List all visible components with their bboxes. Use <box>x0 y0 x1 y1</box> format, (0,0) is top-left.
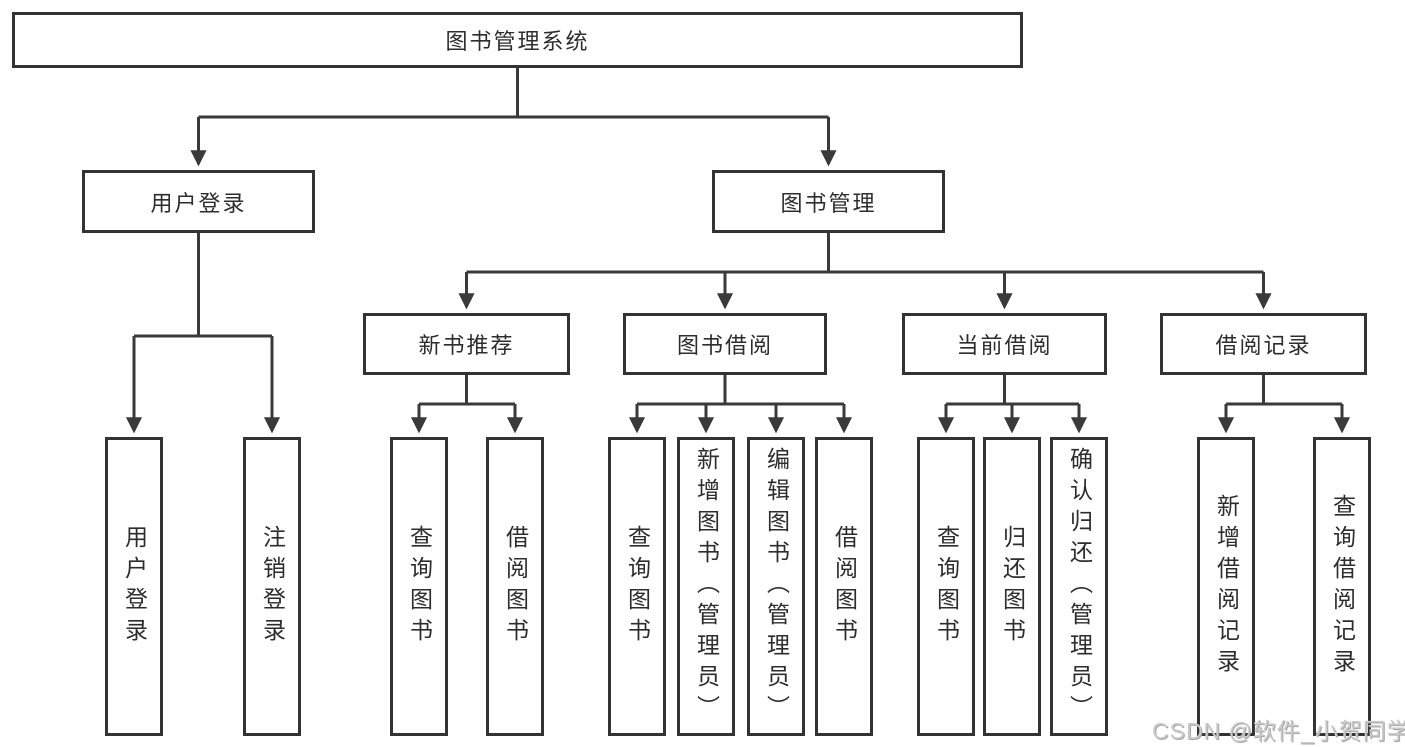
leaf-borrow-books: 借阅图书 <box>815 437 873 736</box>
node-label: 借阅图书 <box>831 524 858 649</box>
leaf-user-login: 用户登录 <box>105 437 163 736</box>
node-label: 新增借阅记录 <box>1213 493 1240 680</box>
leaf-query-books-recommend: 查询图书 <box>390 437 448 736</box>
node-book-management: 图书管理 <box>712 170 945 233</box>
node-label: 查询图书 <box>406 524 433 649</box>
leaf-return-book: 归还图书 <box>983 437 1041 736</box>
node-book-borrow: 图书借阅 <box>623 313 827 375</box>
leaf-query-borrow-record: 查询借阅记录 <box>1313 437 1371 736</box>
node-current-borrow: 当前借阅 <box>902 313 1107 375</box>
node-label: 查询借阅记录 <box>1329 493 1356 680</box>
node-label: 新书推荐 <box>418 333 515 358</box>
leaf-borrow-books-recommend: 借阅图书 <box>486 437 544 736</box>
node-root-system: 图书管理系统 <box>12 12 1023 68</box>
node-borrow-records: 借阅记录 <box>1160 313 1367 375</box>
node-label: 图书管理 <box>780 190 877 216</box>
leaf-edit-book-admin: 编辑图书（管理员） <box>747 437 805 736</box>
node-label: 借阅图书 <box>502 524 529 649</box>
leaf-add-borrow-record: 新增借阅记录 <box>1197 437 1255 736</box>
node-label: 图书管理系统 <box>445 29 590 54</box>
leaf-logout: 注销登录 <box>243 437 301 736</box>
node-label: 图书借阅 <box>676 333 773 358</box>
node-label: 当前借阅 <box>956 333 1053 358</box>
csdn-watermark: CSDN @软件_小贺同学 <box>1152 718 1405 744</box>
node-label: 新增图书（管理员） <box>693 447 720 726</box>
leaf-add-book-admin: 新增图书（管理员） <box>677 437 735 736</box>
node-label: 查询图书 <box>624 524 651 649</box>
node-label: 确认归还（管理员） <box>1066 447 1093 726</box>
leaf-query-books-borrow: 查询图书 <box>608 437 666 736</box>
node-label: 借阅记录 <box>1215 333 1312 358</box>
node-label: 查询图书 <box>933 524 960 649</box>
leaf-confirm-return-admin: 确认归还（管理员） <box>1050 437 1108 736</box>
node-label: 用户登录 <box>121 524 148 649</box>
node-label: 用户登录 <box>150 190 247 216</box>
node-user-login: 用户登录 <box>82 170 315 233</box>
node-label: 归还图书 <box>999 524 1026 649</box>
node-label: 编辑图书（管理员） <box>763 447 790 726</box>
leaf-query-books-current: 查询图书 <box>917 437 975 736</box>
node-label: 注销登录 <box>259 524 286 649</box>
node-new-book-recommend: 新书推荐 <box>363 313 570 375</box>
